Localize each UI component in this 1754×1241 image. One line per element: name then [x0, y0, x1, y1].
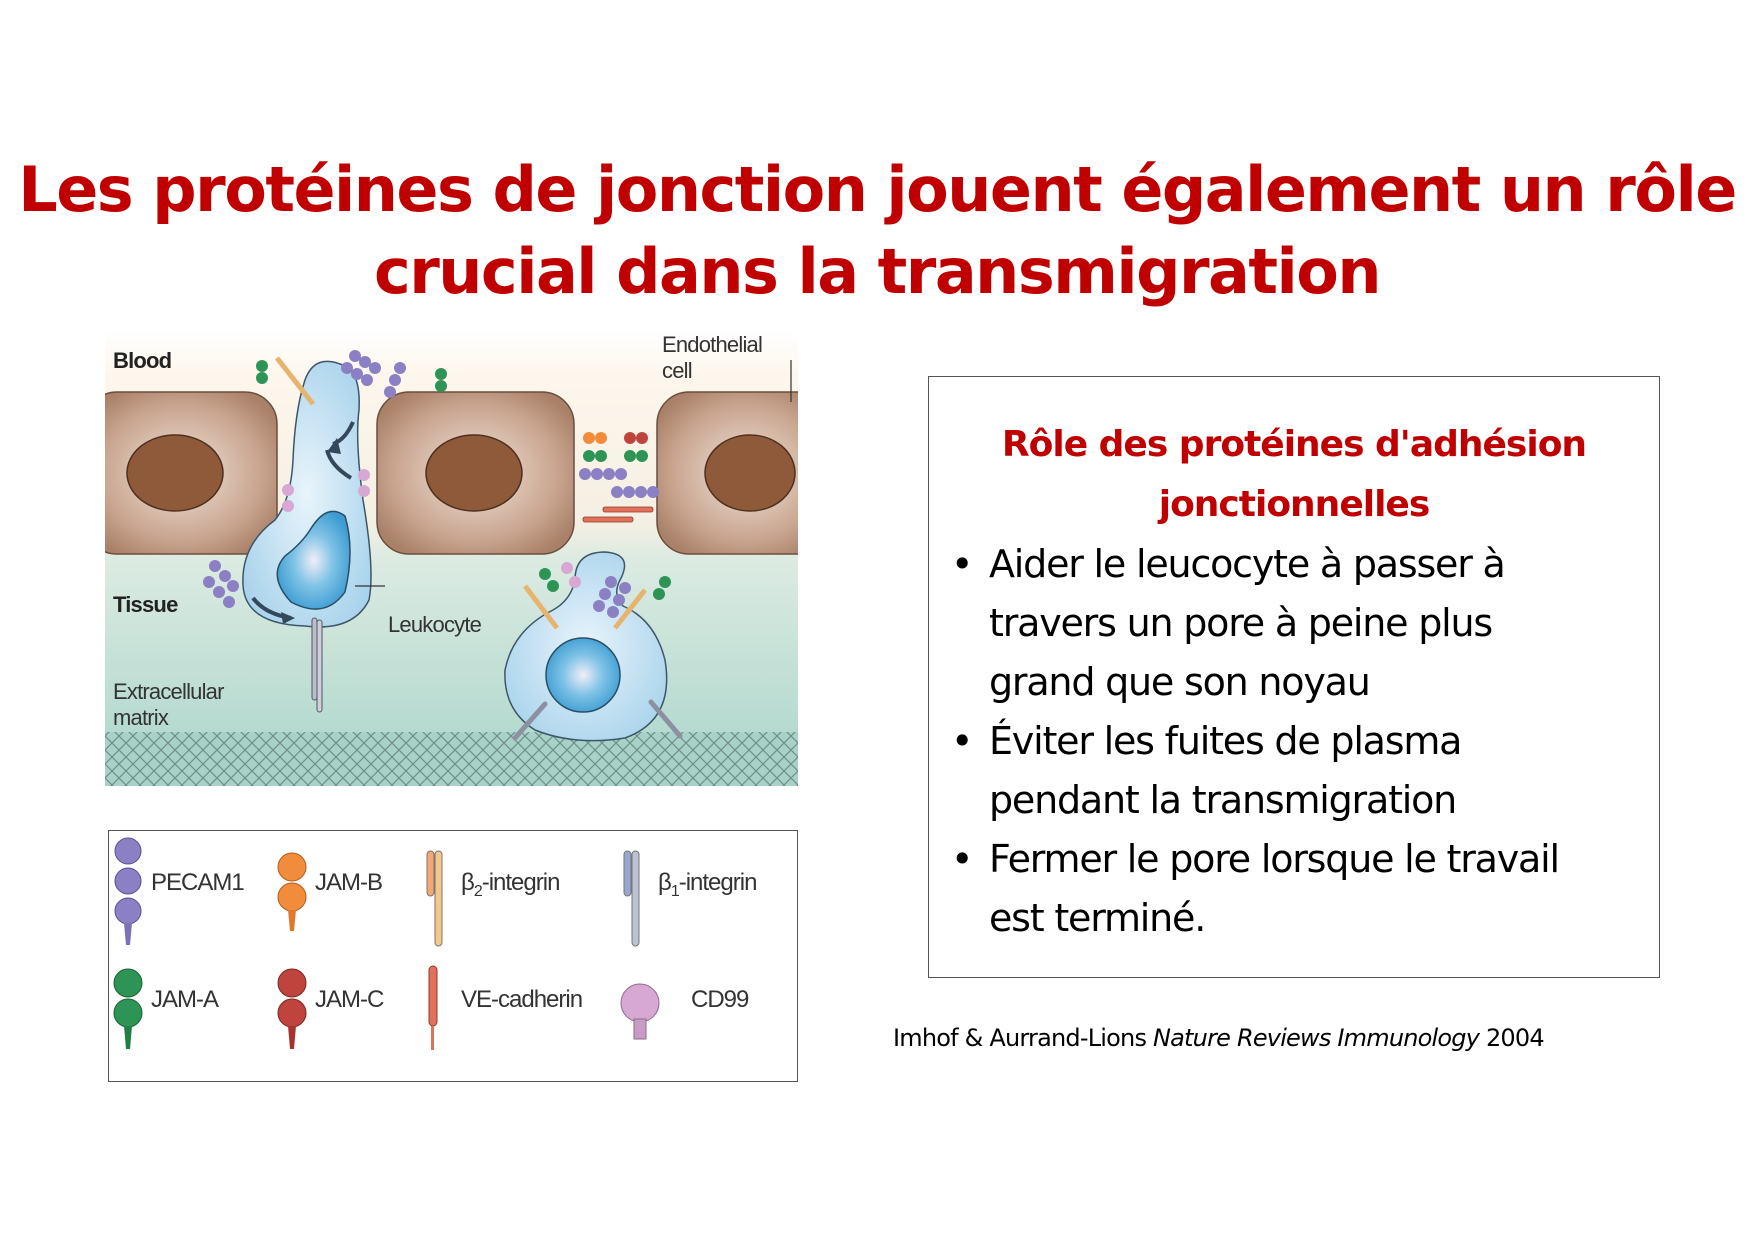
beta2-integrin-icon [426, 850, 443, 947]
legend-icons [113, 837, 660, 1050]
bullet-line: travers un pore à peine plus [989, 601, 1493, 645]
blood-label: Blood [113, 348, 172, 373]
role-text-box: Rôle des protéines d'adhésion jonctionne… [928, 376, 1660, 978]
legend-label-beta1-integrin: β1-integrin [658, 869, 758, 901]
bullet-line: grand que son noyau [989, 660, 1371, 704]
jam-a-icon [113, 968, 143, 1049]
bullet-line: pendant la transmigration [989, 778, 1457, 822]
bullet-item: • Aider le leucocyte à passer à travers … [939, 535, 1651, 712]
tissue-label: Tissue [113, 592, 178, 617]
legend-label-cd99: CD99 [691, 986, 749, 1013]
bullet-icon: • [951, 719, 973, 763]
legend-label-beta2-integrin: β2-integrin [461, 869, 561, 901]
citation-year: 2004 [1479, 1024, 1545, 1052]
legend-label-jam-c: JAM-C [315, 986, 384, 1013]
citation-journal: Nature Reviews Immunology [1153, 1024, 1480, 1052]
ecm-label-line-1: Extracellular [113, 679, 224, 704]
legend-label-jam-b: JAM-B [315, 869, 383, 896]
beta-symbol: β [658, 869, 672, 896]
molecule-legend: PECAM1 JAM-B β2-integrin β1-integrin JAM… [108, 830, 798, 1082]
cd99-icon [620, 983, 660, 1040]
legend-label-pecam1: PECAM1 [151, 869, 245, 896]
label-suffix: -integrin [481, 869, 561, 896]
box-title: Rôle des protéines d'adhésion jonctionne… [929, 415, 1659, 535]
beta1-integrin-icon [623, 850, 640, 947]
bullet-list: • Aider le leucocyte à passer à travers … [939, 535, 1651, 948]
slide-title-line-2: crucial dans la transmigration [373, 235, 1382, 308]
transmigration-illustration [84, 330, 838, 786]
beta-symbol: β [461, 869, 475, 896]
jam-b-icon [277, 852, 307, 931]
slide-title-line-1: Les protéines de jonction jouent égaleme… [18, 153, 1737, 226]
bullet-line: est terminé. [989, 896, 1206, 940]
subscript: 1 [670, 882, 680, 900]
box-title-line-2: jonctionnelles [1158, 484, 1431, 525]
endothelial-label-line-1: Endothelial [662, 332, 763, 357]
bullet-icon: • [951, 837, 973, 881]
bullet-icon: • [951, 542, 973, 586]
bullet-item: • Éviter les fuites de plasma pendant la… [939, 712, 1651, 830]
pecam1-icon [114, 837, 142, 945]
ecm-label-line-2: matrix [113, 705, 169, 730]
box-title-line-1: Rôle des protéines d'adhésion [1001, 424, 1587, 465]
subscript: 2 [473, 882, 483, 900]
label-suffix: -integrin [678, 869, 758, 896]
bullet-line: Aider le leucocyte à passer à [989, 542, 1506, 586]
bullet-line: Fermer le pore lorsque le travail [989, 837, 1560, 881]
jam-c-icon [277, 968, 307, 1049]
citation-authors: Imhof & Aurrand-Lions [893, 1024, 1153, 1052]
bullet-line: Éviter les fuites de plasma [989, 719, 1462, 763]
citation: Imhof & Aurrand-Lions Nature Reviews Imm… [893, 1024, 1545, 1052]
transmigration-diagram: Blood Tissue Endothelial cell Leukocyte … [84, 330, 838, 786]
leukocyte-label: Leukocyte [388, 612, 482, 637]
legend-label-ve-cadherin: VE-cadherin [461, 986, 583, 1013]
bullet-item: • Fermer le pore lorsque le travail est … [939, 830, 1651, 948]
endothelial-label-line-2: cell [662, 358, 693, 383]
legend-label-jam-a: JAM-A [151, 986, 219, 1013]
ve-cadherin-icon [428, 965, 438, 1050]
